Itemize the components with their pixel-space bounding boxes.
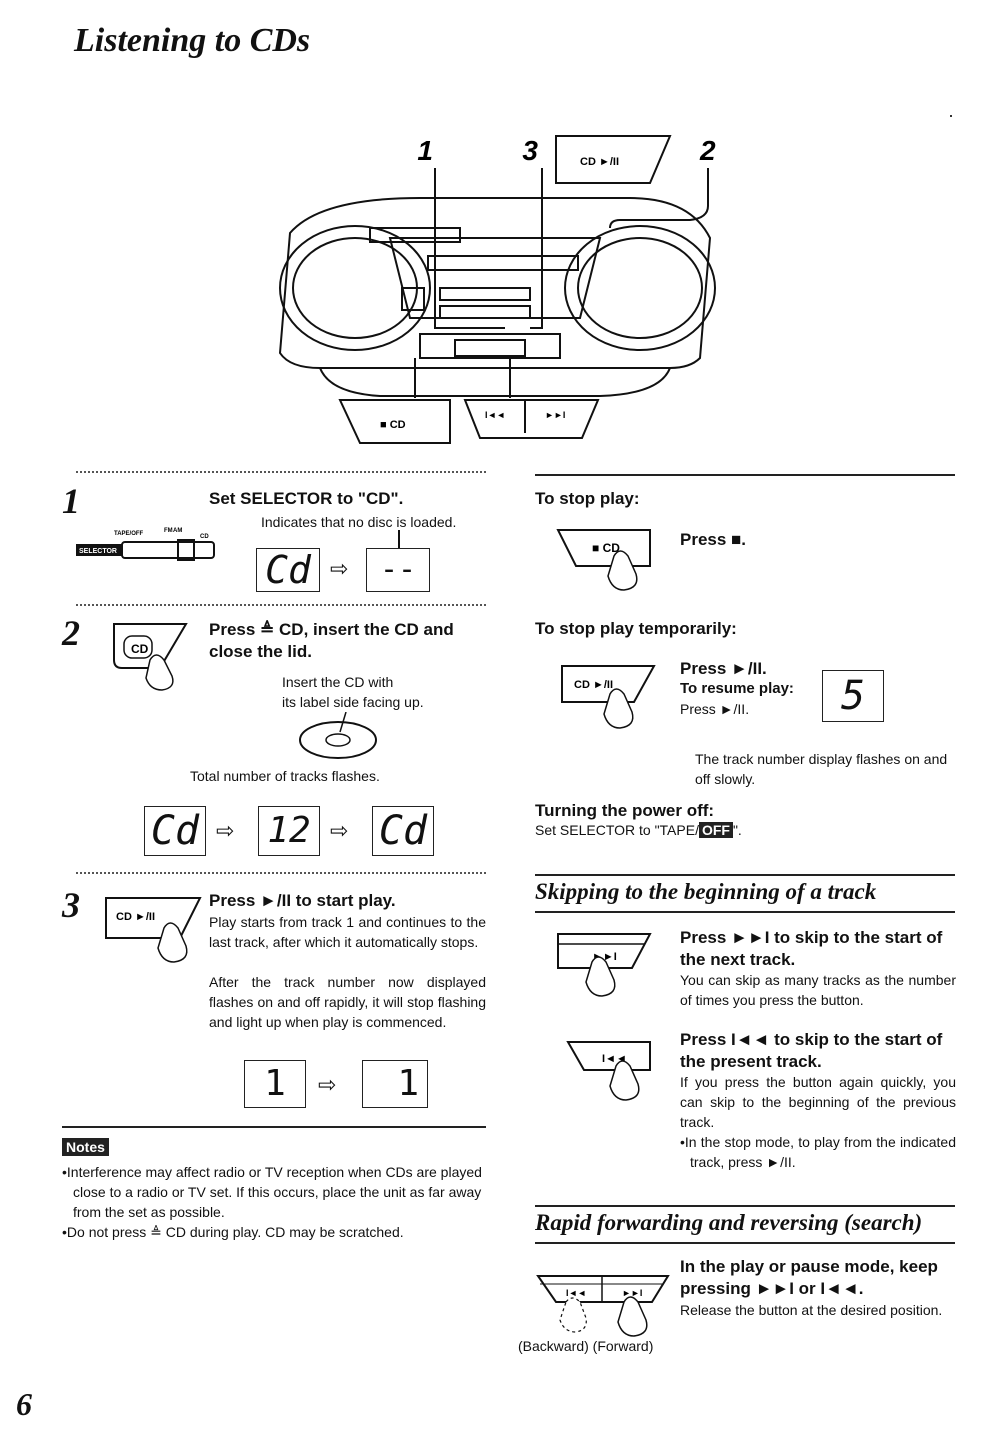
divider [535, 911, 955, 913]
divider [76, 471, 486, 473]
skip-next-heading: Press ►►I to skip to the start of the ne… [680, 928, 943, 969]
step-number: 2 [62, 613, 80, 653]
divider [535, 474, 955, 476]
power-off-heading: Turning the power off: [535, 801, 715, 820]
svg-text:SELECTOR: SELECTOR [79, 548, 117, 555]
svg-text:TAPE/OFF: TAPE/OFF [114, 531, 144, 537]
arrow-icon: ⇨ [216, 818, 235, 843]
lcd-display: Cd [144, 806, 206, 856]
svg-text:CD ►/II: CD ►/II [116, 911, 155, 923]
skip-prev-heading: Press I◄◄ to skip to the start of the pr… [680, 1030, 943, 1071]
step1-heading: Set SELECTOR to "CD". [209, 489, 404, 508]
power-off-text: Set SELECTOR to "TAPE/OFF". [535, 822, 742, 838]
svg-text:CD: CD [200, 534, 209, 540]
svg-text:CD: CD [131, 642, 149, 656]
skip-prev-bullet: •In the stop mode, to play from the indi… [680, 1134, 956, 1170]
svg-text:AM: AM [173, 528, 182, 534]
svg-text:CD ►/II: CD ►/II [574, 679, 613, 691]
search-caption: (Backward) (Forward) [518, 1338, 654, 1354]
svg-text:►►I: ►►I [622, 1288, 642, 1298]
skip-section-title: Skipping to the beginning of a track [535, 879, 877, 904]
play-pause-button-icon: CD ►/II [561, 665, 656, 729]
disc-icon [299, 712, 377, 759]
lcd-display: Cd [372, 806, 434, 856]
step-number: 1 [62, 481, 80, 521]
step2-tracks-note: Total number of tracks flashes. [190, 768, 380, 784]
step3-heading: Press ►/II to start play. [209, 891, 396, 910]
notes-list: •Interference may affect radio or TV rec… [62, 1162, 488, 1242]
diagram-play-label: CD ►/II [580, 156, 619, 168]
resume-heading: To resume play: [680, 680, 794, 697]
lcd-display: 1 [362, 1060, 428, 1108]
lcd-display: Cd [256, 548, 320, 592]
selector-switch-icon: TAPE/OFF FM AM CD SELECTOR [76, 528, 215, 561]
callout-1: 1 [417, 135, 433, 166]
resume-instruction: Press ►/II. [680, 701, 750, 717]
step2-insert-note: its label side facing up. [282, 694, 424, 710]
divider [535, 874, 955, 876]
off-badge: OFF [698, 822, 733, 838]
divider [535, 1242, 955, 1244]
arrow-icon: ⇨ [330, 556, 349, 581]
lcd-display: -- [366, 548, 430, 592]
notes-item: •Interference may affect radio or TV rec… [62, 1164, 482, 1220]
search-body: Release the button at the desired positi… [680, 1302, 943, 1318]
divider [535, 1205, 955, 1207]
skip-back-button-icon: I◄◄ [566, 1041, 651, 1101]
pointer-line [398, 530, 400, 548]
diagram-skip-back-label: I◄◄ [485, 410, 505, 420]
step-number: 3 [62, 885, 80, 925]
lcd-display-flashing: 5 [822, 670, 884, 722]
search-section-title: Rapid forwarding and reversing (search) [535, 1210, 923, 1235]
arrow-icon: ⇨ [318, 1072, 337, 1097]
lcd-display-flashing: 12 [258, 806, 320, 856]
pause-note: The track number display flashes on and … [695, 751, 948, 787]
speck [950, 115, 952, 117]
stop-heading: To stop play: [535, 489, 640, 508]
step3-body: After the track number now displayed fla… [209, 974, 486, 1030]
lcd-display-flashing: 1 [244, 1060, 306, 1108]
pause-heading: To stop play temporarily: [535, 619, 737, 638]
divider [62, 1126, 486, 1128]
step2-heading: Press ≜ CD, insert the CD and close the … [209, 620, 454, 661]
svg-text:FM: FM [164, 528, 173, 534]
boombox-diagram: 1 3 2 CD ►/II ■ CD I◄◄ ►►I [278, 135, 716, 444]
notes-label: Notes [62, 1138, 109, 1156]
divider [76, 872, 486, 874]
play-pause-button-icon: CD ►/II [105, 897, 202, 963]
svg-text:■ CD: ■ CD [592, 541, 620, 555]
stop-button-icon: ■ CD [556, 529, 651, 591]
step2-insert-note: Insert the CD with [282, 674, 394, 690]
page-title: Listening to CDs [74, 22, 311, 59]
search-buttons-icon: I◄◄ ►►I [536, 1275, 670, 1337]
step1-note: Indicates that no disc is loaded. [261, 514, 457, 530]
svg-text:I◄◄: I◄◄ [566, 1288, 586, 1298]
step3-body: Play starts from track 1 and continues t… [209, 914, 486, 950]
skip-forward-button-icon: ►►I [557, 933, 652, 997]
stop-instruction: Press ■. [680, 530, 747, 549]
search-heading: In the play or pause mode, keep pressing… [680, 1257, 938, 1298]
pause-instruction: Press ►/II. [680, 659, 767, 678]
notes-item: •Do not press ≜ CD during play. CD may b… [62, 1224, 404, 1240]
diagram-stop-label: ■ CD [380, 419, 406, 431]
diagram-skip-fwd-label: ►►I [545, 410, 565, 420]
divider [76, 604, 486, 606]
page-number: 6 [16, 1386, 32, 1422]
eject-button-icon: CD [113, 623, 188, 691]
callout-2: 2 [699, 135, 716, 166]
skip-prev-body: If you press the button again quickly, y… [680, 1074, 956, 1130]
arrow-icon: ⇨ [330, 818, 349, 843]
skip-next-body: You can skip as many tracks as the numbe… [680, 972, 956, 1008]
callout-3: 3 [522, 135, 538, 166]
